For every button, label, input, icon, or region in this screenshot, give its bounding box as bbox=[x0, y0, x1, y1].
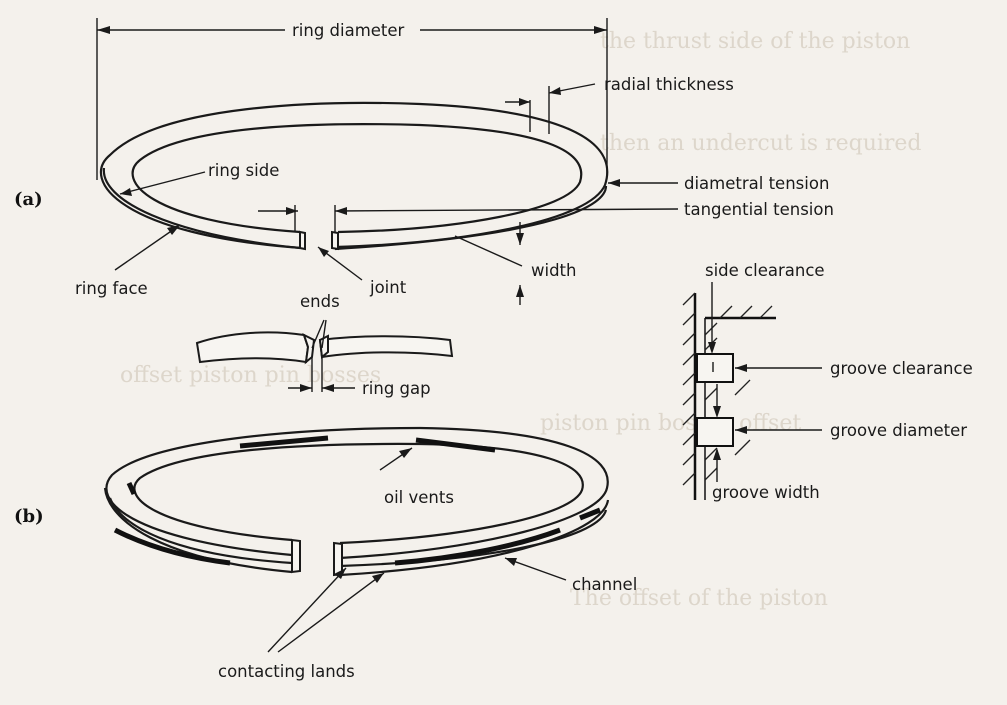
arrowhead bbox=[286, 207, 298, 215]
ring-b-channel-line bbox=[108, 497, 293, 565]
ring-ends-detail bbox=[195, 331, 454, 365]
label-side-clearance: side clearance bbox=[705, 261, 825, 280]
arrowhead bbox=[372, 573, 384, 583]
arrowhead bbox=[322, 384, 334, 392]
ring-face-leader bbox=[114, 224, 181, 271]
lower-ring-section bbox=[696, 417, 734, 447]
ends-leader bbox=[311, 319, 325, 349]
bg-text-line: offset piston pin bosses bbox=[120, 363, 381, 388]
upper-ring-section bbox=[696, 353, 734, 383]
arrowhead bbox=[300, 384, 312, 392]
label-groove-clearance: groove clearance bbox=[830, 359, 973, 378]
ring-b-right-end bbox=[333, 541, 343, 577]
arrowhead bbox=[735, 364, 747, 372]
ring-b-face-lower-edge bbox=[103, 487, 293, 574]
ends-leader bbox=[321, 319, 327, 349]
contacting-lands-leader bbox=[267, 567, 347, 653]
label-tangential-tension: tangential tension bbox=[684, 200, 834, 219]
arrowhead bbox=[519, 98, 530, 106]
ring-a-right-end bbox=[331, 230, 339, 251]
left-end-face bbox=[302, 333, 316, 365]
ring-b-outer-edge bbox=[105, 426, 609, 560]
label-ring-diameter: ring diameter bbox=[292, 21, 405, 40]
left-end-segment bbox=[195, 331, 310, 364]
radial-thickness-dimension: radial thickness bbox=[505, 75, 734, 134]
label-ring-side: ring side bbox=[208, 161, 279, 180]
part-label-a: (a) bbox=[14, 189, 43, 210]
arrowhead bbox=[516, 285, 524, 297]
arrowhead bbox=[318, 247, 329, 257]
part-label-b: (b) bbox=[14, 506, 44, 527]
arrowhead bbox=[167, 225, 180, 235]
label-channel: channel bbox=[572, 575, 637, 594]
ring-a-left-end bbox=[299, 230, 306, 251]
background-show-through-text: the thrust side of the piston then an un… bbox=[120, 29, 922, 611]
groove-section bbox=[682, 292, 776, 500]
arrowhead bbox=[505, 558, 517, 566]
tangential-tension-leader bbox=[334, 208, 679, 212]
ring-a-inner-edge bbox=[131, 123, 583, 234]
label-ring-gap: ring gap bbox=[362, 379, 431, 398]
label-radial-thickness: radial thickness bbox=[604, 75, 734, 94]
arrowhead bbox=[120, 188, 132, 196]
label-groove-diameter: groove diameter bbox=[830, 421, 967, 440]
ring-b-left-end bbox=[291, 538, 301, 574]
arrowhead bbox=[708, 342, 716, 354]
oil-vent bbox=[126, 481, 137, 496]
arrowhead bbox=[713, 448, 721, 460]
bg-text-line: the thrust side of the piston bbox=[600, 29, 910, 54]
ring-a-face-lower-edge bbox=[334, 185, 608, 251]
label-diametral-tension: diametral tension bbox=[684, 174, 829, 193]
arrowhead bbox=[713, 406, 721, 418]
arrowhead bbox=[594, 26, 607, 34]
label-ring-face: ring face bbox=[75, 279, 148, 298]
label-oil-vents: oil vents bbox=[384, 488, 454, 507]
label-width: width bbox=[531, 261, 576, 280]
arrowhead bbox=[516, 233, 524, 245]
ring-b-inner-edge bbox=[133, 442, 584, 545]
label-joint: joint bbox=[369, 278, 407, 297]
ring-diameter-dimension: ring diameter bbox=[96, 18, 608, 180]
label-contacting-lands: contacting lands bbox=[218, 662, 355, 681]
hatching bbox=[682, 292, 773, 486]
arrowhead bbox=[335, 207, 347, 215]
arrowhead bbox=[735, 426, 747, 434]
label-ends: ends bbox=[300, 292, 340, 311]
oil-vent bbox=[394, 527, 561, 566]
ring-side-leader bbox=[119, 171, 206, 195]
bg-text-line: piston pin bosses offset bbox=[540, 411, 801, 436]
right-end-segment bbox=[318, 335, 454, 359]
arrowhead bbox=[97, 26, 110, 34]
label-groove-width: groove width bbox=[712, 483, 820, 502]
arrowhead bbox=[334, 568, 346, 579]
ring-a bbox=[100, 101, 609, 251]
oil-vent bbox=[579, 507, 601, 521]
arrowhead bbox=[549, 87, 561, 95]
oil-vent bbox=[415, 437, 496, 453]
oil-vent bbox=[239, 435, 329, 449]
bg-text-line: The offset of the piston bbox=[570, 586, 828, 611]
bg-text-line: then an undercut is required bbox=[600, 131, 922, 156]
oil-vent bbox=[113, 527, 231, 566]
arrowhead bbox=[399, 448, 412, 458]
right-end-face bbox=[318, 334, 329, 359]
contacting-lands-leader bbox=[277, 572, 385, 653]
width-leader bbox=[454, 235, 523, 267]
arrowhead bbox=[608, 179, 620, 187]
ring-b bbox=[103, 426, 610, 577]
ring-a-face-lower-edge bbox=[102, 167, 301, 250]
ring-a-outer-edge bbox=[100, 101, 609, 250]
